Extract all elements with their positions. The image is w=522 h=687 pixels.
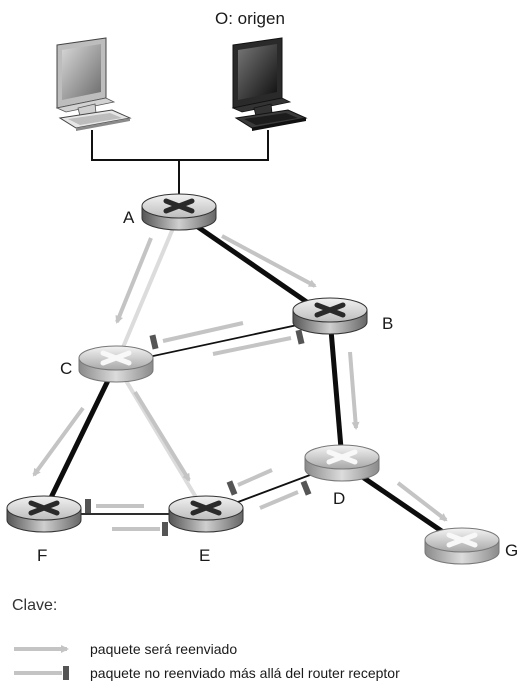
source-label: O: origen [215,9,285,28]
router-e [168,495,244,533]
router-d [304,444,380,482]
arrow-a-b [221,234,317,288]
link-a-b [177,211,332,321]
blocked-arrow-f-to-e [85,499,144,513]
legend-not-forwarded-label: paquete no reenviado más allá del router… [90,665,400,681]
router-a [141,193,217,231]
node-label-g: G [505,541,518,560]
link-a-c [114,213,181,365]
router-f [6,495,82,533]
source-host-light [55,37,132,131]
node-label-e: E [199,546,210,565]
node-label-d: D [333,489,345,508]
legend-forwarded-label: paquete será reenviado [90,641,238,657]
blocked-arrow-b-to-c [149,321,244,350]
blocked-arrows [85,321,312,536]
source-host-dark [231,37,308,131]
arrow-b-d [348,351,360,430]
arrow-c-e [133,390,191,482]
link-b-d [327,317,345,461]
blocked-arrow-d-to-e [226,468,273,496]
legend-title: Clave: [12,597,58,614]
blocked-arrow-e-to-d [259,480,312,510]
router-b [292,297,368,335]
blocked-arrow-c-to-b [212,329,305,356]
host-wiring [91,130,269,197]
arrow-d-g [396,481,448,522]
node-label-b: B [382,314,393,333]
forwarded-arrows [32,234,448,522]
node-label-a: A [123,208,135,227]
link-c-e [114,362,208,516]
arrow-a-c [115,237,153,324]
legend-not-forwarded-symbol [14,666,69,680]
arrow-c-f [32,406,85,477]
link-c-f [41,362,119,514]
router-g [424,527,500,565]
node-label-f: F [37,546,47,565]
node-label-c: C [60,359,72,378]
blocked-arrow-e-to-f [112,522,168,536]
router-c [78,345,154,383]
